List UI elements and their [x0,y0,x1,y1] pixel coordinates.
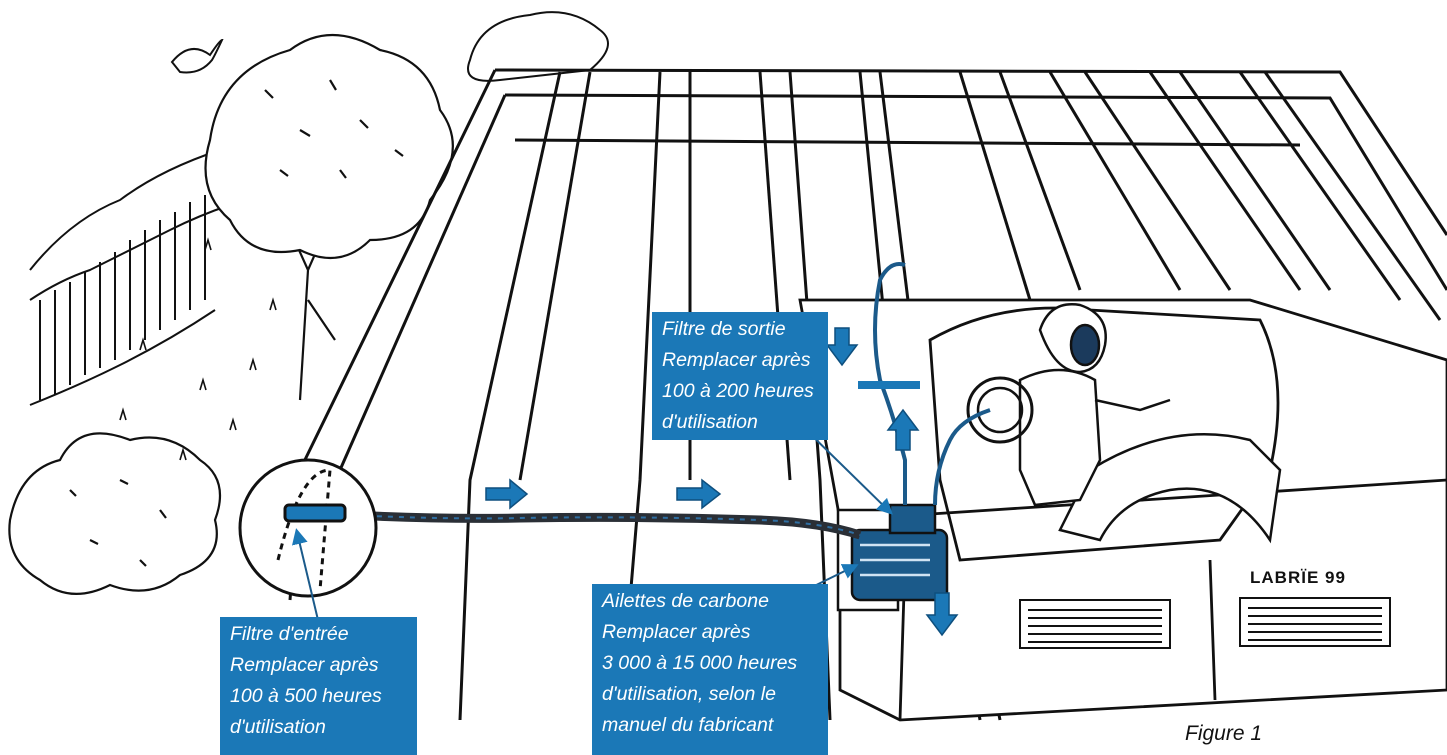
bird-icon [170,38,224,74]
airflow-arrow-right-1 [485,478,529,510]
airflow-arrow-right-2 [676,478,722,510]
tree-icon [204,34,454,401]
inlet-filter-line-1: Filtre d'entrée [230,623,349,645]
carbon-fins-line-3: 3 000 à 15 000 heures [602,652,798,674]
figure-caption: Figure 1 [1185,722,1263,745]
airflow-arrows [485,327,959,637]
carbon-fins-callout: Ailettes de carbone Remplacer après 3 00… [592,584,828,755]
tree-right-icon [467,11,609,82]
carbon-fins-line-4: d'utilisation, selon le [602,683,776,705]
outlet-filter-line-3: 100 à 200 heures [662,380,814,402]
airflow-arrow-down-2 [925,592,959,637]
carbon-fins-line-2: Remplacer après [602,621,751,643]
inlet-filter-magnifier [238,458,378,598]
carbon-fins-line-5: manuel du fabricant [602,714,774,736]
airflow-arrow-up-1 [886,408,920,451]
air-pump [836,503,949,612]
painter-figure [966,303,1171,507]
inlet-filter-callout: Filtre d'entrée Remplacer après 100 à 50… [220,617,417,755]
outlet-filter-line-1: Filtre de sortie [662,318,786,340]
machine-label: LABRÏE 99 [1250,568,1346,587]
outlet-filter-line-4: d'utilisation [662,411,758,433]
grille-left [1019,599,1171,649]
inlet-filter-line-4: d'utilisation [230,716,326,738]
car-fender [1058,433,1282,544]
outlet-filter-line-2: Remplacer après [662,349,811,371]
inlet-filter-line-2: Remplacer après [230,654,379,676]
grass-tufts [119,237,277,461]
grille-right [1239,597,1391,647]
bush-icon [8,432,222,595]
airflow-arrow-down-1 [825,327,859,367]
intake-hose [299,507,862,540]
inlet-filter-line-3: 100 à 500 heures [230,685,382,707]
outlet-filter-callout: Filtre de sortie Remplacer après 100 à 2… [652,312,828,440]
carbon-fins-line-1: Ailettes de carbone [602,590,769,612]
